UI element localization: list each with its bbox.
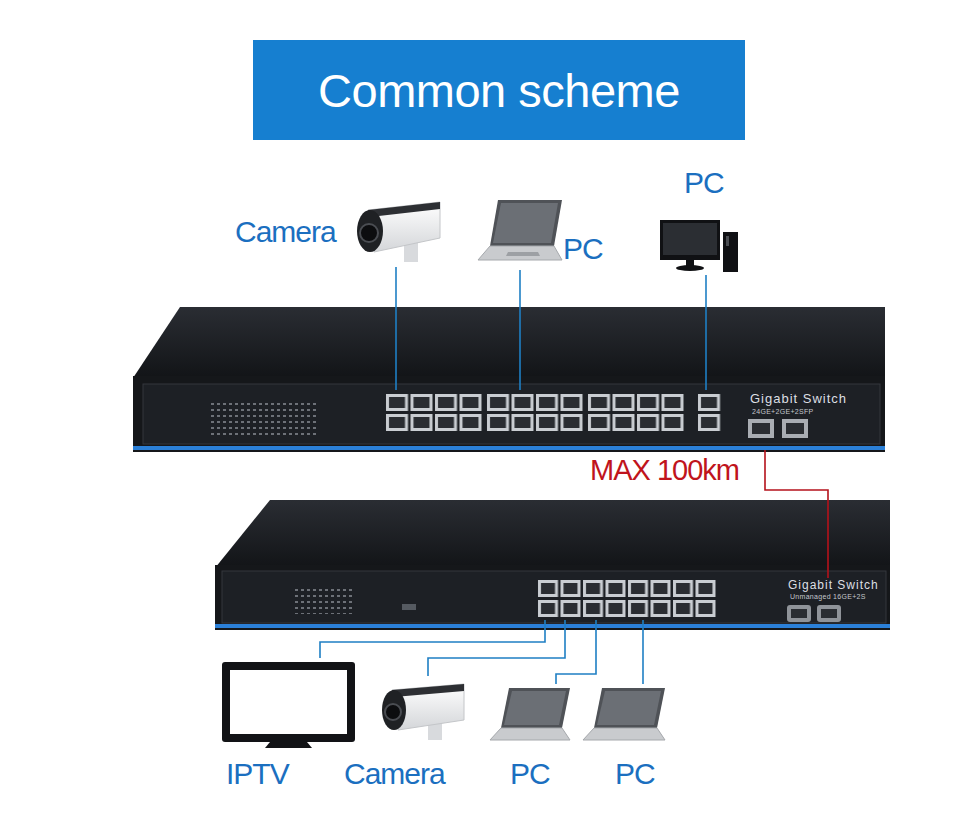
ports (385, 393, 483, 433)
camera-node: Camera (340, 676, 468, 793)
link-line (395, 267, 397, 390)
laptop-base (478, 246, 562, 260)
switch-name: Gigabit Switch (750, 392, 847, 405)
laptop-base (583, 728, 665, 740)
led-panel (294, 586, 354, 614)
switch-stripe (133, 446, 885, 450)
desktop-icon (660, 220, 738, 272)
device-label: PC (563, 234, 603, 264)
camera-lens (385, 704, 401, 720)
sfp-socket (821, 609, 837, 618)
laptop-icon (478, 200, 562, 260)
pc-node: PC (580, 684, 670, 793)
port-block (486, 393, 584, 433)
link-line (642, 620, 644, 684)
switch-body (133, 307, 885, 452)
laptop-lid (490, 200, 562, 246)
link-line (765, 450, 828, 578)
camera-face (382, 690, 406, 730)
ports (537, 579, 717, 619)
port-block (587, 393, 685, 433)
port-block (385, 393, 483, 433)
switch-name: Gigabit Switch (788, 579, 879, 591)
sfp-port (817, 605, 841, 622)
camera-icon (382, 684, 464, 740)
sfp-socket (786, 423, 804, 434)
pc-node: PC (655, 165, 745, 275)
port-block (697, 393, 722, 433)
camera-face (357, 210, 383, 252)
link-label: MAX 100km (590, 456, 739, 485)
camera-node: Camera (230, 195, 445, 267)
monitor (660, 220, 720, 260)
camera-shield (368, 202, 440, 217)
sfp-port (748, 419, 774, 438)
device-label: IPTV (226, 759, 289, 789)
switch-model: Unmanaged 16GE+2S (790, 593, 866, 600)
switch-stripe (215, 624, 890, 628)
laptop-screen (504, 691, 566, 725)
laptop-keys (506, 252, 540, 256)
title-banner: Common scheme (253, 40, 745, 140)
monitor-base (676, 265, 704, 271)
tv-stand (265, 742, 312, 748)
pc-node: PC (475, 198, 605, 270)
switch-front (133, 376, 885, 452)
tv-frame (222, 662, 355, 742)
pc-node: PC (488, 684, 573, 793)
switch-model: 24GE+2GE+2SFP (752, 408, 814, 415)
switch-panel: Gigabit SwitchUnmanaged 16GE+2S (215, 578, 890, 620)
title-text: Common scheme (318, 63, 680, 118)
laptop-base (490, 728, 570, 740)
sfp-port (782, 419, 808, 438)
switch-body (215, 500, 890, 630)
laptop-icon (583, 688, 665, 740)
switch-recess (143, 384, 880, 444)
link-line (556, 620, 596, 684)
tower-light (726, 236, 729, 246)
port-block (537, 579, 717, 619)
ports (697, 393, 722, 433)
laptop-lid (594, 688, 665, 728)
led-panel (210, 402, 318, 436)
switch-top (215, 500, 890, 568)
device-label: PC (615, 759, 655, 789)
iptv-node: IPTV (218, 658, 358, 793)
sfp-socket (791, 609, 807, 618)
ports (587, 393, 685, 433)
monitor-screen (663, 223, 717, 255)
device-label: Camera (344, 759, 445, 789)
device-label: PC (510, 759, 550, 789)
switch-recess (222, 571, 886, 623)
device-label: PC (684, 168, 724, 198)
device-label: Camera (235, 217, 336, 247)
camera-shield (392, 684, 464, 697)
ports (486, 393, 584, 433)
camera-lens (360, 224, 378, 242)
vlan-switch (402, 604, 416, 610)
link-line (428, 620, 565, 676)
link-line (519, 270, 521, 390)
laptop-icon (490, 688, 570, 740)
laptop-screen (597, 691, 661, 725)
switch-front (215, 565, 890, 630)
link-line (705, 275, 707, 390)
tv-screen (230, 670, 347, 734)
sfp-port (787, 605, 811, 622)
camera-icon (357, 202, 440, 262)
pc-tower (723, 232, 738, 272)
switch-panel: Gigabit Switch 24GE+2GE+2SFP (133, 390, 885, 450)
sfp-socket (752, 423, 770, 434)
switch-top (133, 307, 885, 378)
link-line (320, 620, 545, 658)
tv-icon (222, 662, 355, 748)
laptop-lid (501, 688, 570, 728)
laptop-screen (493, 203, 558, 243)
